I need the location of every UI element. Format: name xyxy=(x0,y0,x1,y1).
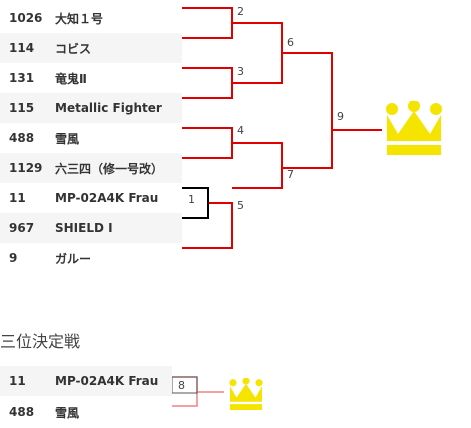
bracket-line xyxy=(182,202,233,249)
match-number: 7 xyxy=(287,168,294,181)
entry-number: 1026 xyxy=(9,11,43,25)
match-number: 6 xyxy=(287,36,294,49)
entry-number: 11 xyxy=(9,191,26,205)
bracket-line xyxy=(171,376,198,394)
entry-number: 1129 xyxy=(9,161,43,175)
bracket-line xyxy=(232,142,283,189)
match-number: 3 xyxy=(237,65,244,78)
entry-name: 竜鬼Ⅱ xyxy=(55,71,87,86)
entry-name: 雪風 xyxy=(55,131,80,146)
entry-row: 114 コビス xyxy=(0,33,182,63)
section-title: 三位決定戦 xyxy=(0,332,81,351)
crown-icon xyxy=(386,101,442,155)
bracket-line xyxy=(182,7,233,39)
entry-name: MP-02A4K Frau xyxy=(55,191,159,205)
match-number: 4 xyxy=(237,124,244,137)
entry-name: MP-02A4K Frau xyxy=(55,374,159,388)
entry-name: コビス xyxy=(55,41,92,56)
match-number: 2 xyxy=(237,5,244,18)
entry-name: 六三四（修一号改） xyxy=(55,161,164,176)
entry-number: 131 xyxy=(9,71,35,85)
entry-number: 115 xyxy=(9,101,35,115)
entry-name: ガルー xyxy=(55,251,92,266)
entry-number: 488 xyxy=(9,131,35,145)
entry-row: 11 MP-02A4K Frau xyxy=(0,183,182,213)
third-place-entry-row: 488 雪風 xyxy=(0,397,172,427)
entry-number: 114 xyxy=(9,41,35,55)
entry-number: 11 xyxy=(9,374,26,388)
entry-row: 9 ガルー xyxy=(0,243,182,273)
entry-number: 9 xyxy=(9,251,18,265)
bracket-line xyxy=(182,187,209,219)
match-number: 1 xyxy=(188,193,195,206)
entry-row: 115 Metallic Fighter xyxy=(0,93,182,123)
entry-row: 1026 大知１号 xyxy=(0,3,182,33)
match-number: 9 xyxy=(337,110,344,123)
entry-name: Metallic Fighter xyxy=(55,101,162,115)
entry-row: 967 SHIELD Ⅰ xyxy=(0,213,182,243)
crown-icon xyxy=(229,378,263,410)
third-place-entry-row: 11 MP-02A4K Frau xyxy=(0,366,172,396)
bracket-line xyxy=(182,67,233,99)
entry-number: 488 xyxy=(9,405,35,419)
bracket-line xyxy=(282,52,333,169)
entry-name: SHIELD Ⅰ xyxy=(55,221,113,235)
match-number: 5 xyxy=(237,199,244,212)
match-number: 8 xyxy=(178,379,185,392)
bracket-line xyxy=(182,127,233,159)
entry-row: 131 竜鬼Ⅱ xyxy=(0,63,182,93)
entry-name: 雪風 xyxy=(55,405,80,420)
entry-row: 1129 六三四（修一号改） xyxy=(0,153,182,183)
entry-name: 大知１号 xyxy=(55,11,104,26)
entry-row: 488 雪風 xyxy=(0,123,182,153)
entry-number: 967 xyxy=(9,221,35,235)
